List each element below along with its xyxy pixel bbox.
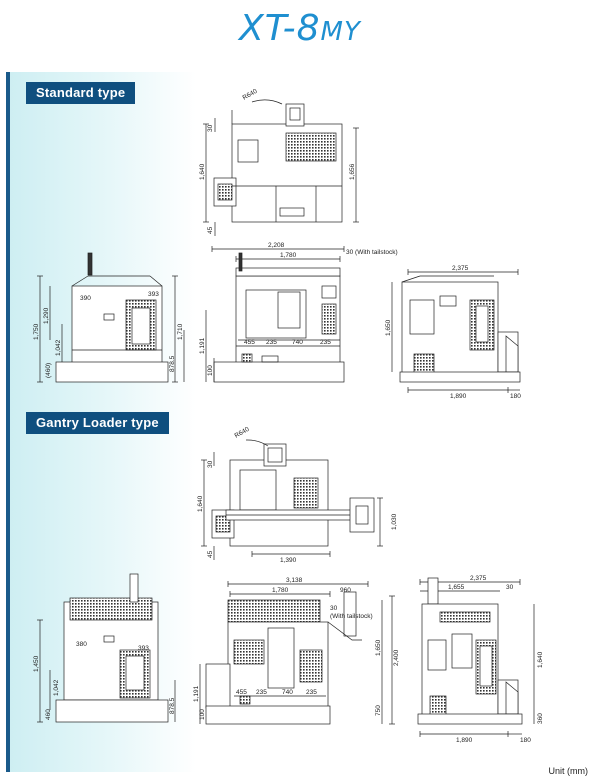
unit-label: Unit (mm): [548, 766, 589, 776]
dim-label: 235: [320, 339, 331, 346]
dim-label: 235: [266, 339, 277, 346]
dim-label: 1,650: [375, 639, 382, 656]
std-right-view: [391, 269, 521, 393]
dim-label: 460: [45, 709, 52, 720]
dim-label: 1,042: [55, 339, 62, 356]
dim-label: (With tailstock): [330, 613, 373, 620]
dim-label: 1,042: [53, 679, 60, 696]
dim-label: 30: [207, 124, 214, 132]
dim-label: 390: [80, 295, 91, 302]
dim-label: 740: [282, 689, 293, 696]
dim-label: 1,750: [33, 323, 40, 340]
sidebar-accent-bar: [6, 72, 10, 772]
dim-label: 1,640: [199, 163, 206, 180]
std-left-view: [37, 252, 185, 383]
dim-label: 455: [244, 339, 255, 346]
dim-label: 100: [207, 365, 214, 376]
dim-label: 878.5: [169, 355, 176, 372]
dim-label: 100: [199, 709, 206, 720]
dim-label: 45: [207, 226, 214, 234]
dim-label: 2,375: [452, 265, 469, 272]
section-tag-standard: Standard type: [26, 82, 136, 104]
title-main: XT-8: [239, 8, 321, 49]
dim-label: 235: [256, 689, 267, 696]
dim-label: 1,290: [43, 307, 50, 324]
dim-label: 380: [76, 641, 87, 648]
page-title: XT-8MY: [0, 8, 600, 49]
dim-label: 1,890: [450, 393, 467, 400]
gantry-top-view: [201, 439, 383, 560]
std-top-view: [203, 99, 359, 236]
dim-label: 1,191: [199, 337, 206, 354]
dim-label: 750: [375, 705, 382, 716]
dim-label: 1,640: [197, 495, 204, 512]
dim-label: 30: [506, 584, 514, 591]
dim-label: 30: [330, 605, 338, 612]
dim-label: 2,375: [470, 575, 487, 582]
dim-label: 45: [207, 550, 214, 558]
dim-label: 1,640: [537, 651, 544, 668]
dim-label: 1,030: [391, 513, 398, 530]
gantry-right-view: [417, 577, 535, 737]
dim-label: 740: [292, 339, 303, 346]
dim-label: (460): [45, 363, 52, 378]
dim-label: 1,390: [280, 557, 297, 564]
dim-label: 2,208: [268, 242, 285, 249]
dim-label: R640: [234, 426, 251, 440]
dim-label: 1,191: [193, 685, 200, 702]
dim-label: 180: [510, 393, 521, 400]
dim-label: 2,400: [393, 649, 400, 666]
dim-label: 1,780: [272, 587, 289, 594]
dim-label: R640: [242, 88, 259, 102]
dim-label: 235: [306, 689, 317, 696]
dim-label: 878.5: [169, 697, 176, 714]
title-suffix: MY: [320, 17, 361, 47]
dim-label: 1,710: [177, 323, 184, 340]
gantry-left-view: [37, 573, 176, 723]
dim-label: 1,656: [349, 163, 356, 180]
dim-label: 393: [148, 291, 159, 298]
gantry-front-view: [199, 581, 395, 725]
section-tag-gantry: Gantry Loader type: [26, 412, 169, 434]
dim-label: 1,780: [280, 252, 297, 259]
dim-label: 360: [537, 713, 544, 724]
dim-label: 1,450: [33, 655, 40, 672]
dim-label: 393: [138, 645, 149, 652]
std-front-view: [205, 246, 345, 383]
dim-label: 30 (With tailstock): [346, 249, 398, 256]
dim-label: 30: [207, 460, 214, 468]
dim-label: 960: [340, 587, 351, 594]
dim-label: 1,890: [456, 737, 473, 744]
dim-label: 3,138: [286, 577, 303, 584]
dim-label: 1,650: [385, 319, 392, 336]
dim-label: 1,655: [448, 584, 465, 591]
dim-label: 180: [520, 737, 531, 744]
dim-label: 455: [236, 689, 247, 696]
